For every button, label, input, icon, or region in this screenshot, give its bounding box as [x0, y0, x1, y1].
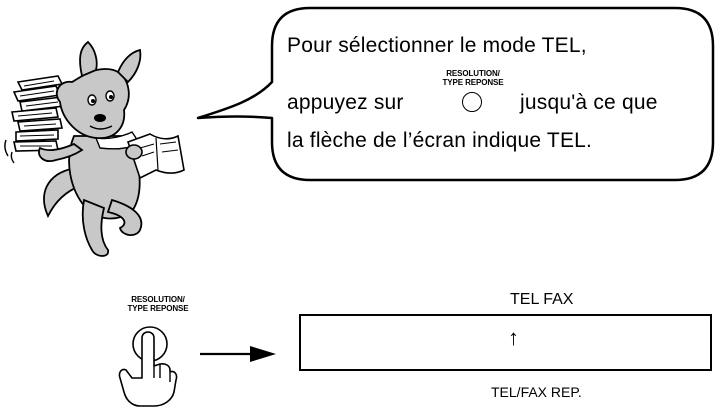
display-top-labels: TEL FAX — [510, 291, 574, 308]
bubble-line-2-prefix: appuyez sur — [287, 91, 404, 114]
resolution-key-label: RESOLUTION/ TYPE REPONSE — [112, 295, 204, 313]
inline-key-label-line2: TYPE REPONSE — [442, 77, 504, 87]
inline-resolution-key-icon — [462, 92, 482, 112]
inline-key-label: RESOLUTION/ TYPE REPONSE — [425, 69, 521, 87]
dog-with-books-icon — [4, 40, 185, 257]
display-arrow-up-icon: ↑ — [508, 325, 519, 350]
resolution-key-label-line2: TYPE REPONSE — [127, 303, 189, 313]
inline-key-label-line1: RESOLUTION/ — [446, 69, 500, 78]
resolution-key-label-line1: RESOLUTION/ — [131, 295, 185, 304]
arrow-right-icon — [200, 346, 276, 362]
bubble-line-3: la flèche de l’écran indique TEL. — [287, 129, 593, 152]
pointing-finger-icon[interactable] — [112, 318, 182, 408]
display-bottom-labels: TEL/FAX REP. — [491, 384, 582, 400]
lcd-display — [299, 314, 712, 371]
bubble-line-1: Pour sélectionner le mode TEL, — [287, 34, 587, 57]
bubble-line-2-suffix: jusqu'à ce que — [520, 91, 658, 114]
